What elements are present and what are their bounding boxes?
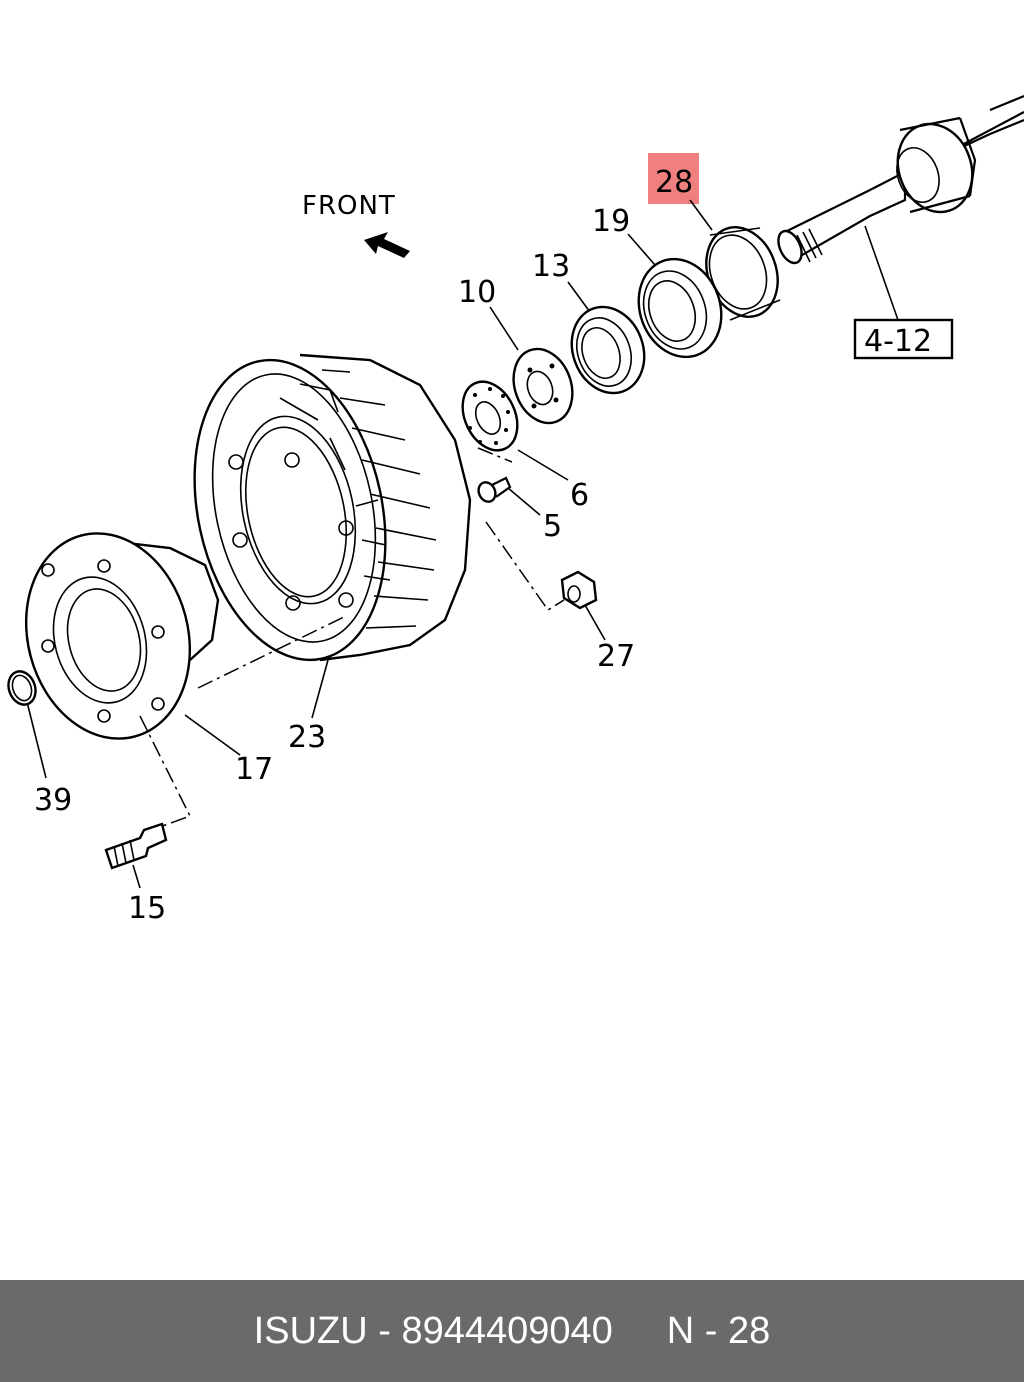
- callout-17: 17: [235, 752, 273, 787]
- part-10-plate: [512, 347, 574, 425]
- highlight-28: [648, 153, 699, 204]
- part-19-bearing: [637, 257, 723, 359]
- part-13-bearing: [570, 305, 646, 395]
- front-label: FRONT: [302, 191, 396, 221]
- ref-separator: -: [694, 1309, 729, 1352]
- part-17-hub: [24, 532, 220, 740]
- front-arrow-icon: [364, 232, 410, 258]
- callout-13: 13: [532, 249, 570, 284]
- reference-box: [853, 318, 954, 360]
- callout-39: 39: [34, 783, 72, 818]
- callout-10: 10: [458, 275, 496, 310]
- callout-19: 19: [592, 204, 630, 239]
- callout-15: 15: [128, 891, 166, 926]
- reference-label: 4-12: [864, 324, 932, 359]
- ref-number: 28: [728, 1309, 771, 1352]
- callout-6: 6: [570, 478, 589, 513]
- brand-separator: -: [367, 1309, 402, 1352]
- part-23-brake-drum: [193, 353, 472, 662]
- part-39-o-ring: [7, 670, 37, 706]
- part-15-stud-bolt: [104, 822, 168, 870]
- callout-28: 28: [655, 165, 693, 200]
- ref-prefix: N: [666, 1309, 695, 1352]
- parts-exploded-diagram: FRONT 4-12 28 19 13 10: [7, 94, 1024, 926]
- part-number: 8944409040: [401, 1309, 613, 1352]
- part-27-nut: [560, 570, 598, 610]
- axle-shaft: [777, 94, 1024, 265]
- part-6-lock-plate: [461, 380, 519, 452]
- brand-name: ISUZU: [253, 1309, 368, 1352]
- part-5-screw: [477, 476, 512, 503]
- footer-bar: ISUZU - 8944409040 N - 28: [0, 1280, 1024, 1382]
- callout-27: 27: [597, 639, 635, 674]
- callout-23: 23: [288, 720, 326, 755]
- callout-5: 5: [543, 509, 562, 544]
